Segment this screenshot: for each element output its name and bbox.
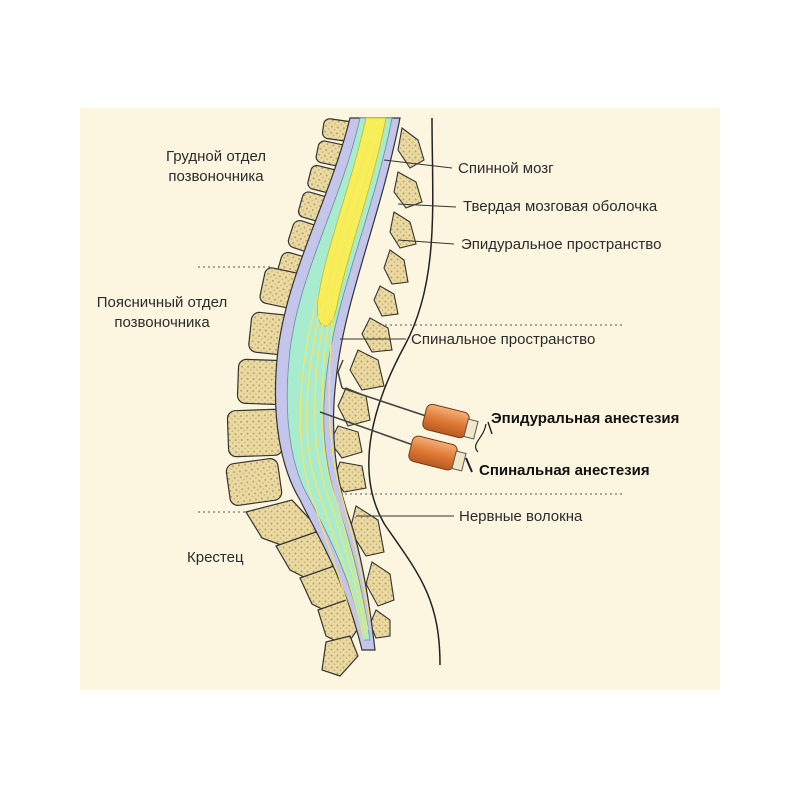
leader-lines xyxy=(340,159,457,517)
label-epidural-anesthesia: Эпидуральная анестезия xyxy=(491,410,680,427)
label-thoracic: Грудной отдел позвоночника xyxy=(165,148,267,185)
label-spinal-anesthesia: Спинальная анестезия xyxy=(479,462,650,479)
label-lumbar: Поясничный отдел позвоночника xyxy=(96,294,228,331)
label-spinal-space: Спинальное пространство xyxy=(411,331,596,348)
spinal-syringe xyxy=(319,411,473,473)
label-sacrum: Крестец xyxy=(187,549,244,566)
dura-mater xyxy=(274,117,401,651)
nerve-fibers xyxy=(299,139,379,641)
epidural-syringe xyxy=(337,359,493,453)
skin-outline xyxy=(368,117,441,666)
region-separators xyxy=(198,266,622,513)
spinous-processes xyxy=(329,127,425,639)
label-nerve-fibers: Нервные волокна xyxy=(459,508,583,525)
label-dura-mater: Твердая мозговая оболочка xyxy=(463,198,658,215)
diagram-background xyxy=(80,108,720,690)
label-epidural-space: Эпидуральное пространство xyxy=(461,236,662,253)
label-spinal-cord: Спинной мозг xyxy=(458,160,554,177)
